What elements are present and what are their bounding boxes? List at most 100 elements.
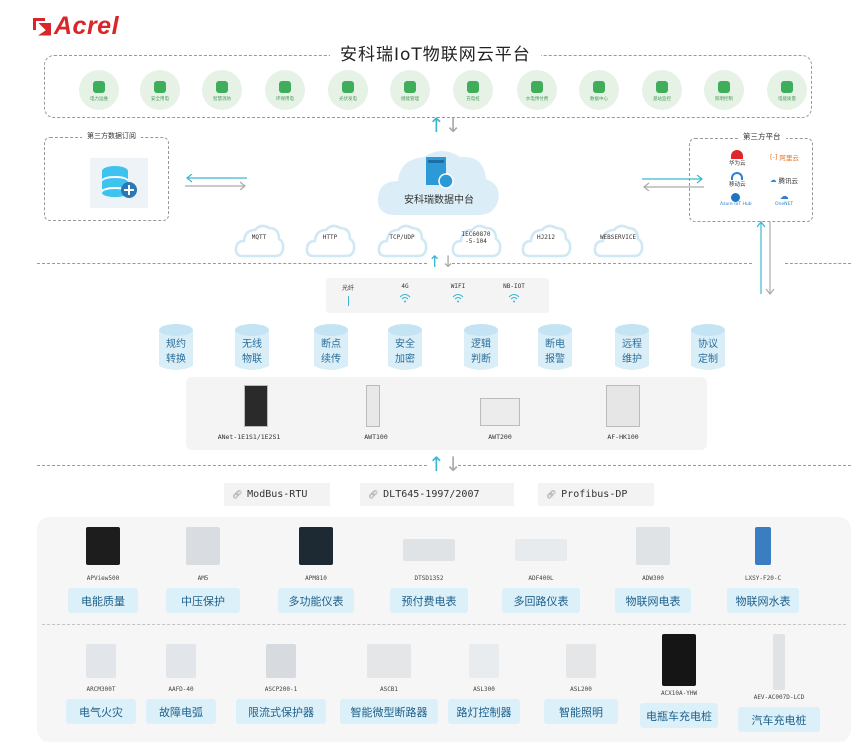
gateway-image bbox=[366, 385, 380, 427]
feature-label: 无线物联 bbox=[242, 339, 262, 365]
feature-label: 逻辑判断 bbox=[471, 339, 491, 365]
device-model: ACX10A-YHW bbox=[660, 690, 698, 697]
device-card[interactable]: LXSY-F20-C 物联网水表 bbox=[721, 527, 805, 613]
app-9[interactable]: 数据中心 bbox=[579, 70, 619, 110]
cloud-platform-title: 安科瑞IoT物联网云平台 bbox=[330, 40, 541, 65]
device-card[interactable]: DTSD1352 预付费电表 bbox=[384, 527, 474, 613]
ecloud-icon bbox=[731, 172, 744, 180]
app-7[interactable]: 充电桩 bbox=[453, 70, 493, 110]
device-category: 电能质量 bbox=[68, 588, 138, 613]
protocol-chip-profibus: 🔗︎Profibus-DP bbox=[538, 483, 654, 506]
gateway-image bbox=[244, 385, 268, 427]
device-category: 多功能仪表 bbox=[278, 588, 354, 613]
device-category: 故障电弧 bbox=[146, 699, 216, 724]
app-11[interactable]: 照明控制 bbox=[704, 70, 744, 110]
device-card[interactable]: ARCM300T 电气火灾 bbox=[62, 638, 140, 724]
app-5[interactable]: 光伏发电 bbox=[328, 70, 368, 110]
protocol-label: WEBSERVICE bbox=[599, 234, 637, 241]
device-category: 电气火灾 bbox=[66, 699, 136, 724]
charging-pile-icon bbox=[467, 80, 479, 93]
divider-lower-left bbox=[37, 465, 427, 466]
app-2[interactable]: 安全用电 bbox=[140, 70, 180, 110]
app-label: 基站监控 bbox=[653, 96, 671, 102]
device-card[interactable]: APM810 多功能仪表 bbox=[272, 527, 360, 613]
device-image bbox=[186, 527, 220, 565]
feature-cylinder: 断点续传 bbox=[313, 323, 349, 373]
platform-ecloud: 移动云 bbox=[729, 172, 746, 188]
device-model: AEV-AC007D-LCD bbox=[753, 694, 805, 701]
device-card[interactable]: ADF400L 多回路仪表 bbox=[496, 527, 586, 613]
device-card[interactable]: AM5 中压保护 bbox=[160, 527, 246, 613]
device-card[interactable]: ADW300 物联网电表 bbox=[609, 527, 697, 613]
feature-label: 断电报警 bbox=[545, 339, 565, 365]
app-8[interactable]: 水电预付费 bbox=[517, 70, 557, 110]
feature-cylinder: 安全加密 bbox=[387, 323, 423, 373]
link-icon: 🔗︎ bbox=[546, 490, 557, 499]
bidirectional-arrows-left bbox=[185, 174, 247, 190]
onenet-icon: ☁ bbox=[779, 192, 789, 202]
platform-onenet: ☁ OneNET bbox=[775, 192, 794, 208]
device-model: LXSY-F20-C bbox=[744, 575, 782, 582]
device-image bbox=[773, 634, 785, 690]
wifi-icon bbox=[399, 294, 411, 303]
protocol-cloud: MQTT bbox=[233, 222, 285, 258]
device-category: 路灯控制器 bbox=[448, 699, 520, 724]
app-3[interactable]: 智慧消防 bbox=[202, 70, 242, 110]
device-image bbox=[566, 644, 596, 678]
app-6[interactable]: 储能管理 bbox=[390, 70, 430, 110]
network-label: NB-IOT bbox=[503, 283, 525, 290]
safety-icon bbox=[154, 80, 166, 93]
protocol-cloud: HTTP bbox=[304, 222, 356, 258]
network-3: WIFI bbox=[440, 283, 476, 305]
device-category: 电瓶车充电桩 bbox=[640, 703, 718, 728]
third-party-title: 第三方平台 bbox=[738, 131, 786, 142]
acrel-logo-icon bbox=[33, 17, 51, 36]
app-4[interactable]: 环保用电 bbox=[265, 70, 305, 110]
server-globe-icon bbox=[426, 157, 454, 189]
device-model: ASL300 bbox=[473, 686, 495, 693]
app-1[interactable]: 电力运维 bbox=[79, 70, 119, 110]
app-12[interactable]: 电能质量 bbox=[767, 70, 807, 110]
gateway-model: AWT200 bbox=[488, 433, 512, 441]
feature-cylinder: 协议定制 bbox=[690, 323, 726, 373]
device-card[interactable]: AEV-AC007D-LCD 汽车充电桩 bbox=[734, 634, 824, 732]
arrow-down-icon: ↓ bbox=[441, 252, 455, 271]
gateway-image bbox=[606, 385, 640, 427]
protocol-chip-modbus: 🔗︎ModBus-RTU bbox=[224, 483, 330, 506]
data-subscription-title: 第三方数据订阅 bbox=[82, 131, 141, 141]
device-image bbox=[166, 644, 196, 678]
device-card[interactable]: ACX10A-YHW 电瓶车充电桩 bbox=[636, 634, 722, 728]
solar-panel-icon bbox=[342, 80, 354, 93]
device-card[interactable]: APView500 电能质量 bbox=[62, 527, 144, 613]
app-label: 智慧消防 bbox=[213, 96, 231, 102]
device-card[interactable]: AAFD-40 故障电弧 bbox=[142, 638, 220, 724]
water-drop-bolt-icon bbox=[531, 80, 543, 93]
device-model: APM810 bbox=[305, 575, 327, 582]
feature-cylinder: 逻辑判断 bbox=[463, 323, 499, 373]
protocol-cloud: HJ212 bbox=[520, 222, 572, 258]
app-label: 环保用电 bbox=[276, 96, 294, 102]
device-card[interactable]: ASCB1 智能微型断路器 bbox=[336, 638, 442, 724]
device-card[interactable]: ASL300 路灯控制器 bbox=[444, 638, 524, 724]
waveform-icon bbox=[781, 80, 793, 93]
arrow-down-icon: ↓ bbox=[444, 113, 462, 137]
device-row-divider bbox=[42, 624, 846, 625]
device-image bbox=[662, 634, 696, 686]
protocol-label: HJ212 bbox=[536, 234, 556, 241]
divider-upper-left bbox=[37, 263, 427, 264]
app-label: 数据中心 bbox=[590, 96, 608, 102]
device-card[interactable]: ASL200 智能照明 bbox=[540, 638, 622, 724]
arrow-up-icon: ↑ bbox=[428, 452, 445, 476]
app-10[interactable]: 基站监控 bbox=[642, 70, 682, 110]
battery-cabinet-icon bbox=[404, 80, 416, 93]
platform-aliyun: [-]阿里云 bbox=[770, 153, 799, 162]
device-image bbox=[299, 527, 333, 565]
azure-icon bbox=[731, 193, 741, 202]
database-add-icon bbox=[90, 158, 148, 208]
wifi-icon bbox=[508, 294, 520, 303]
device-card[interactable]: ASCP200-1 限流式保护器 bbox=[232, 638, 330, 724]
app-label: 电力运维 bbox=[90, 96, 108, 102]
device-model: ASCP200-1 bbox=[264, 686, 298, 693]
divider-upper-mid bbox=[452, 263, 752, 264]
device-model: ASCB1 bbox=[379, 686, 399, 693]
